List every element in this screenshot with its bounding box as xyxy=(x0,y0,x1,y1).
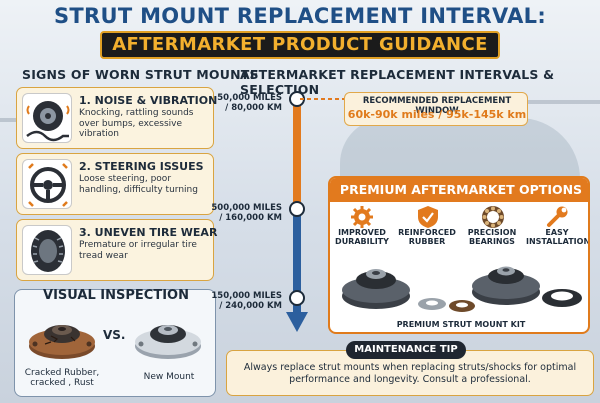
tire-bump-icon xyxy=(22,93,72,143)
visual-inspection-panel: VISUAL INSPECTION VS. Cracked Rubber, cr… xyxy=(14,288,216,397)
replacement-window-range: 60k-90k miles / 95k-145k km xyxy=(347,108,527,121)
premium-options-panel: PREMIUM AFTERMARKET OPTIONS IMPROVED DUR… xyxy=(328,176,590,334)
page-title: STRUT MOUNT REPLACEMENT INTERVAL: xyxy=(53,4,547,28)
feature-label: REINFORCED RUBBER xyxy=(398,228,456,246)
marker-miles: 150,000 MILES xyxy=(211,291,282,301)
wrench-icon xyxy=(547,206,568,227)
replacement-window-box: RECOMMENDED REPLACEMENT WINDOW 60k-90k m… xyxy=(344,92,528,126)
sign-title: 3. UNEVEN TIRE WEAR xyxy=(79,226,218,239)
marker-miles: 50,000 MILES xyxy=(217,93,282,103)
sign-desc: Knocking, rattling sounds over bumps, ex… xyxy=(79,108,194,139)
interval-timeline xyxy=(286,91,308,332)
window-connector xyxy=(300,98,346,100)
vs-label: VS. xyxy=(103,328,126,342)
worn-mount-caption: Cracked Rubber, cracked , Rust xyxy=(24,368,100,388)
page-subtitle: AFTERMARKET PRODUCT GUIDANCE xyxy=(100,31,500,59)
marker-label: 150,000 MILES / 240,000 KM xyxy=(192,291,282,311)
sign-desc: Loose steering, poor handling, difficult… xyxy=(79,174,198,195)
feature-label: IMPROVED DURABILITY xyxy=(335,228,389,246)
maintenance-tip-heading: MAINTENANCE TIP xyxy=(346,341,466,359)
replacement-window-title: RECOMMENDED REPLACEMENT WINDOW xyxy=(362,96,512,116)
feature-label: PRECISION BEARINGS xyxy=(467,228,517,246)
sign-title: 1. NOISE & VIBRATION xyxy=(79,94,218,107)
sign-card-steering: 2. STEERING ISSUES Loose steering, poor … xyxy=(16,153,214,215)
sign-card-noise: 1. NOISE & VIBRATION Knocking, rattling … xyxy=(16,87,218,149)
marker-label: 500,000 MILES / 160,000 KM xyxy=(192,203,282,223)
bearing-icon xyxy=(482,206,504,228)
marker-km: / 240,000 KM xyxy=(219,301,282,311)
strut-mount-kit-image xyxy=(342,266,582,312)
sign-card-tire-wear: 3. UNEVEN TIRE WEAR Premature or irregul… xyxy=(16,219,218,281)
sign-desc: Premature or irregular tire tread wear xyxy=(79,240,197,261)
feature-label: EASY INSTALLATION xyxy=(526,228,590,246)
signs-heading: SIGNS OF WORN STRUT MOUNTS xyxy=(22,67,259,82)
marker-km: / 80,000 KM xyxy=(225,103,282,113)
premium-options-heading: PREMIUM AFTERMARKET OPTIONS xyxy=(330,178,588,202)
marker-label: 50,000 MILES / 80,000 KM xyxy=(192,93,282,113)
new-mount-caption: New Mount xyxy=(143,372,195,382)
kit-label: PREMIUM STRUT MOUNT KIT xyxy=(396,320,526,329)
tire-tread-icon xyxy=(22,225,72,275)
background-shelf xyxy=(460,100,600,104)
sign-title: 2. STEERING ISSUES xyxy=(79,160,204,173)
gear-icon xyxy=(351,206,373,228)
new-mount-image xyxy=(135,325,201,359)
marker-km: / 160,000 KM xyxy=(219,213,282,223)
maintenance-tip-text: Always replace strut mounts when replaci… xyxy=(243,362,577,385)
steering-wheel-icon xyxy=(22,159,72,209)
worn-mount-image xyxy=(29,325,95,359)
marker-miles: 500,000 MILES xyxy=(211,203,282,213)
visual-inspection-heading: VISUAL INSPECTION xyxy=(43,288,189,303)
shield-icon xyxy=(418,206,438,228)
